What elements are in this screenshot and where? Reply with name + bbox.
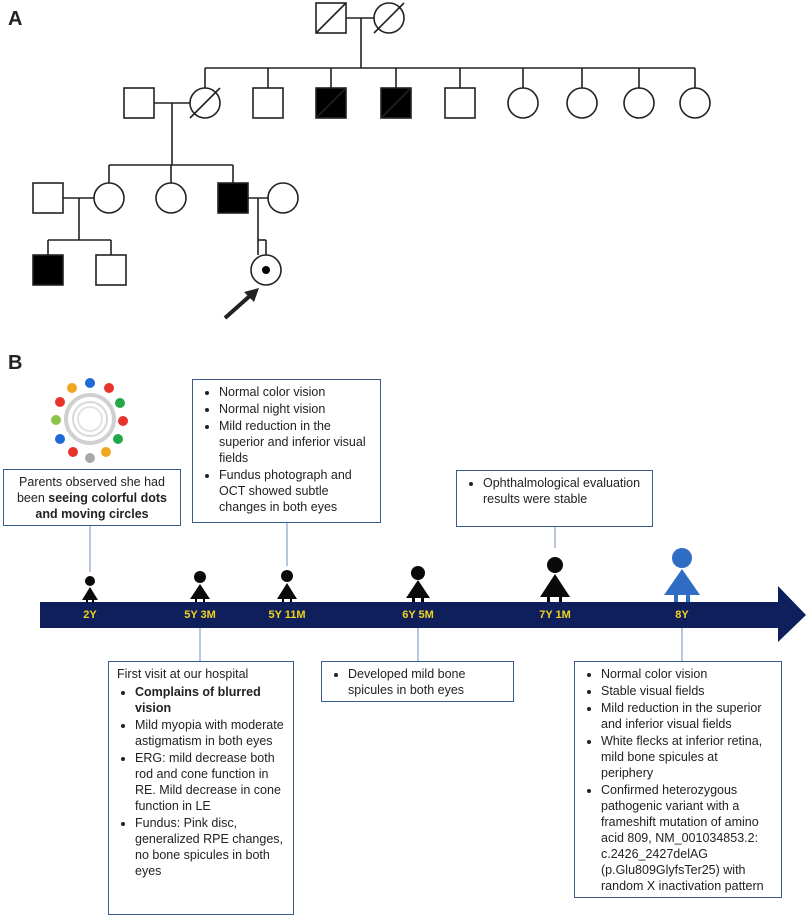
box-5y11m-item: Mild reduction in the superior and infer… [219, 418, 372, 466]
child-figure-5y11m [277, 570, 297, 602]
gen3-female-2 [155, 182, 187, 214]
panel-b-label: B [8, 352, 23, 374]
proband-arrow [223, 292, 254, 320]
gen2-male-2 [444, 87, 476, 119]
box-7y1m: Ophthalmological evaluation results were… [456, 470, 653, 527]
box-5y3m-intro: First visit at our hospital [117, 667, 249, 681]
gen4-male [95, 254, 127, 286]
box-5y3m-bold-item: Complains of blurred vision [135, 684, 285, 716]
gen3-female [93, 182, 125, 214]
box-8y-item: White flecks at inferior retina, mild bo… [601, 733, 773, 781]
box-6y5m: Developed mild bone spicules in both eye… [321, 661, 514, 702]
gen2-female [507, 87, 539, 119]
child-figure-7y1m [540, 557, 570, 602]
child-figure-8y [664, 548, 700, 602]
gen3-male-spouse [32, 182, 64, 214]
gen2-male [252, 87, 284, 119]
colorful-dots-icon [51, 378, 128, 463]
box-5y3m-item: ERG: mild decrease both rod and cone fun… [135, 750, 285, 814]
gen2-male-spouse [123, 87, 155, 119]
child-figure-2y [82, 576, 98, 603]
tick-7y1m: 7Y 1M [539, 609, 571, 621]
panel-a-label: A [8, 8, 23, 30]
tick-5y3m: 5Y 3M [184, 609, 216, 621]
carrier-dot [262, 266, 270, 274]
box-8y-item: Confirmed heterozygous pathogenic varian… [601, 782, 773, 894]
child-figure-5y3m [190, 571, 210, 602]
pedigree-chart [32, 2, 711, 320]
gen4-male-affected [32, 254, 64, 286]
gen2-female-3 [623, 87, 655, 119]
box-5y3m-item: Fundus: Pink disc, generalized RPE chang… [135, 815, 285, 879]
box-2y-observation: Parents observed she had been seeing col… [3, 469, 181, 526]
box-8y: Normal color vision Stable visual fields… [574, 661, 782, 898]
box-5y11m: Normal color vision Normal night vision … [192, 379, 381, 523]
box-8y-item: Stable visual fields [601, 683, 773, 699]
box-8y-item: Mild reduction in the superior and infer… [601, 700, 773, 732]
gen3-male-affected [217, 182, 249, 214]
child-figure-6y5m [406, 566, 430, 602]
box-5y3m-item: Mild myopia with moderate astigmatism in… [135, 717, 285, 749]
gen2-female-4 [679, 87, 711, 119]
box-2y-bold-text: seeing colorful dots and moving circles [35, 491, 168, 521]
box-5y11m-item: Normal color vision [219, 384, 372, 400]
box-5y3m: First visit at our hospital Complains of… [108, 661, 294, 915]
tick-8y: 8Y [675, 609, 689, 621]
gen3-female-spouse [267, 182, 299, 214]
timeline-arrowhead [778, 586, 806, 642]
gen2-female-2 [566, 87, 598, 119]
box-6y5m-item: Developed mild bone spicules in both eye… [348, 666, 505, 698]
box-2y-text: Parents observed she had been [16, 475, 165, 505]
box-5y11m-item: Fundus photograph and OCT showed subtle … [219, 467, 372, 515]
box-7y1m-item: Ophthalmological evaluation results were… [483, 475, 644, 507]
tick-5y11m: 5Y 11M [268, 609, 306, 621]
tick-2y: 2Y [83, 609, 97, 621]
proband-arrowhead [244, 288, 259, 302]
box-8y-item: Normal color vision [601, 666, 773, 682]
tick-6y5m: 6Y 5M [402, 609, 434, 621]
box-5y11m-item: Normal night vision [219, 401, 372, 417]
timeline-bar [40, 602, 780, 628]
